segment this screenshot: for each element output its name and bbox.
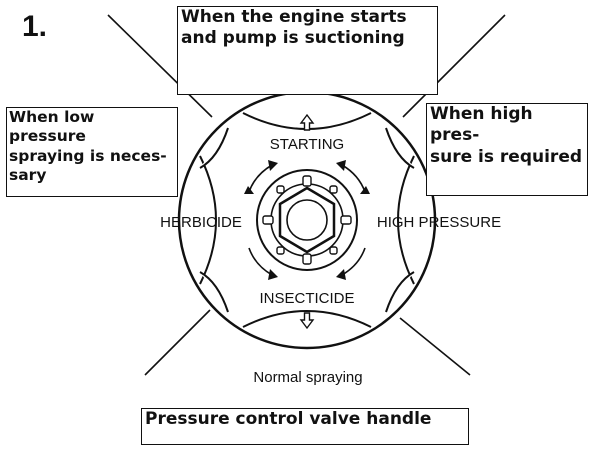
hub-slot <box>329 185 338 194</box>
label-herbicide: HERBICIDE <box>160 214 242 231</box>
arrow-heads <box>244 160 370 280</box>
arrow-head <box>336 269 346 280</box>
scallop-left <box>199 155 217 285</box>
hub-slot <box>276 246 285 255</box>
callout-low-pressure: When low pressure spraying is neces- sar… <box>6 107 178 197</box>
hub-slot <box>340 215 352 225</box>
step-number: 1. <box>22 10 48 43</box>
scallop-bottom-right <box>385 271 415 313</box>
position-markers <box>299 113 315 330</box>
hub-slot <box>302 175 312 187</box>
scallop-right <box>397 155 415 285</box>
marker-up-arrow <box>299 113 315 131</box>
dial-scallops <box>199 112 415 328</box>
hub-center <box>286 199 328 241</box>
arrow-head <box>244 186 254 194</box>
pointer-lines <box>107 14 506 376</box>
arrow-head <box>268 269 278 280</box>
label-high-pressure: HIGH PRESSURE <box>377 214 501 231</box>
label-insecticide: INSECTICIDE <box>259 290 354 307</box>
marker-down-arrow <box>299 312 315 330</box>
callout-engine-start: When the engine starts and pump is sucti… <box>177 6 438 95</box>
scallop-bottom-left <box>199 271 229 313</box>
arrow-head <box>336 160 346 171</box>
hub-slot <box>329 246 338 255</box>
hub-slot <box>262 215 274 225</box>
arrow-head <box>360 186 370 194</box>
scallop-top-right <box>385 127 415 169</box>
hub-slot <box>276 185 285 194</box>
pointer-line-bottom-left <box>144 309 211 376</box>
pointer-line-bottom-right <box>399 317 471 376</box>
hub-slots <box>262 175 352 265</box>
dial-labels: STARTING HERBICIDE HIGH PRESSURE INSECTI… <box>160 136 501 386</box>
label-starting: STARTING <box>270 136 344 153</box>
arrow-head <box>268 160 278 171</box>
hub-slot <box>302 253 312 265</box>
pointer-line-herbicide <box>107 14 213 118</box>
scallop-top-left <box>199 127 229 169</box>
caption-normal-spraying: Normal spraying <box>253 369 362 386</box>
callout-high-pressure: When high pres- sure is required <box>426 103 588 196</box>
pointer-line-high-pressure <box>402 14 506 118</box>
callout-valve-handle: Pressure control valve handle <box>141 408 469 445</box>
